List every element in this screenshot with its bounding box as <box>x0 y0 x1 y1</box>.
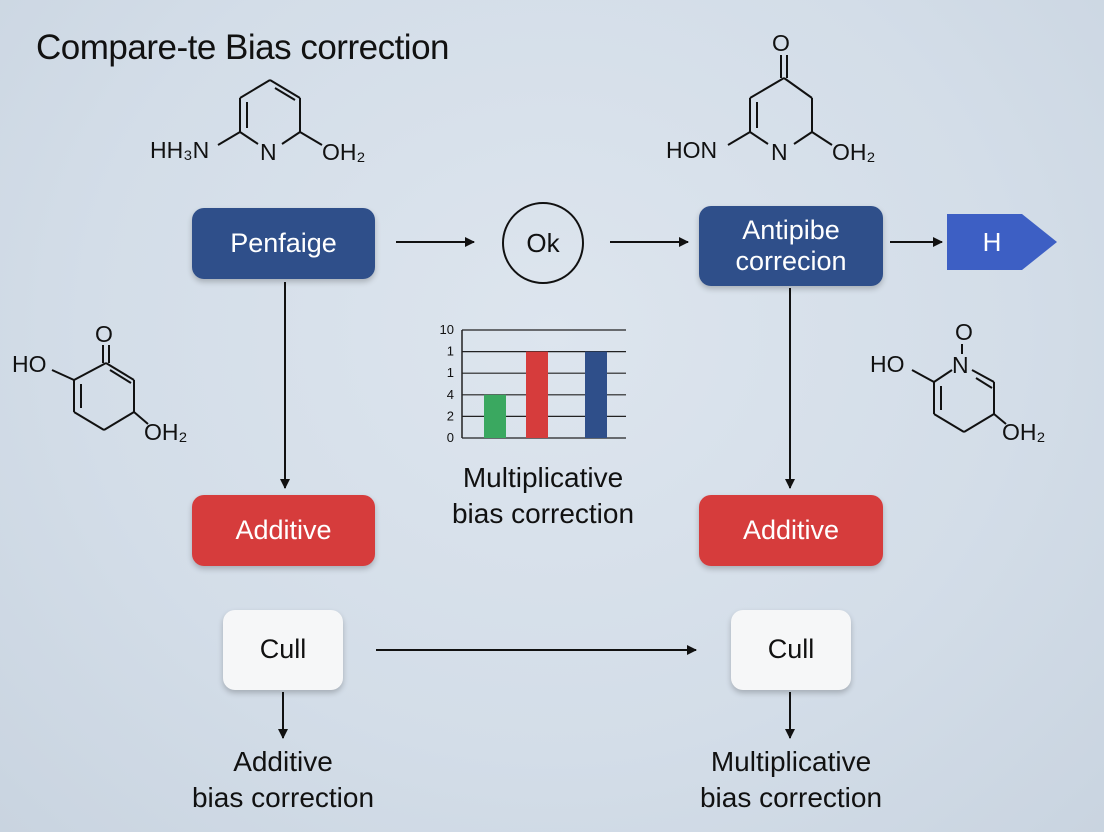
chart-tick-label: 2 <box>447 408 454 423</box>
additive-label-left: Additive <box>235 514 332 545</box>
molecule-label: HH₃N <box>150 137 209 163</box>
molecule-label: N <box>952 352 969 378</box>
molecule-label: N <box>260 139 277 165</box>
antipibe-line-2: correcion <box>735 246 847 276</box>
caption-left-line-1: Additive <box>233 746 333 777</box>
ok-node[interactable]: Ok <box>502 202 584 284</box>
caption-left-line-2: bias correction <box>191 781 375 813</box>
ok-label: Ok <box>526 227 560 258</box>
caption-center-line-2: bias correction <box>451 497 635 529</box>
molecule-label: OH₂ <box>322 139 365 165</box>
molecule-mid-left <box>51 345 149 431</box>
molecule-label: O <box>772 30 790 56</box>
molecule-top-right <box>727 55 833 146</box>
chart-tick-label: 1 <box>447 344 454 359</box>
molecule-top-left <box>217 79 323 146</box>
page-title: Compare-te Bias correction <box>36 28 450 67</box>
cull-box-right[interactable]: Cull <box>731 610 851 690</box>
molecule-label: O <box>95 321 113 347</box>
caption-right: Multiplicative bias correction <box>671 744 911 816</box>
chart-tick-label: 10 <box>440 322 454 337</box>
molecule-label: HO <box>870 351 905 377</box>
additive-label-right: Additive <box>742 514 840 545</box>
chart-tick-label: 1 <box>447 365 454 380</box>
caption-center-line-1: Multiplicative <box>462 462 624 493</box>
molecule-label: OH₂ <box>144 419 187 445</box>
chart-bar <box>585 351 607 438</box>
molecule-label: O <box>955 319 973 345</box>
cull-label-left: Cull <box>259 634 307 665</box>
penfaige-box[interactable]: Penfaige <box>192 208 375 279</box>
cull-box-left[interactable]: Cull <box>223 610 343 690</box>
chart-bar <box>484 394 506 438</box>
molecule-label: HO <box>12 351 47 377</box>
molecule-label: HON <box>666 137 717 163</box>
caption-right-line-2: bias correction <box>699 781 883 813</box>
antipibe-line-1: Antipibe <box>742 214 840 245</box>
chart-tick-label: 0 <box>447 430 454 445</box>
penfaige-label: Penfaige <box>230 227 337 258</box>
antipibe-box[interactable]: Antipibe correcion <box>699 206 883 286</box>
molecule-mid-right <box>911 344 1007 433</box>
cull-label-right: Cull <box>767 634 815 665</box>
caption-left: Additive bias correction <box>163 744 403 816</box>
additive-box-left[interactable]: Additive <box>192 495 375 566</box>
caption-right-line-1: Multiplicative <box>710 746 872 777</box>
molecule-label: OH₂ <box>1002 419 1045 445</box>
chart-bar <box>526 351 548 438</box>
caption-center: Multiplicative bias correction <box>423 460 663 532</box>
molecule-label: OH₂ <box>832 139 875 165</box>
chart-tick-label: 4 <box>447 387 454 402</box>
molecule-label: N <box>771 139 788 165</box>
additive-box-right[interactable]: Additive <box>699 495 883 566</box>
